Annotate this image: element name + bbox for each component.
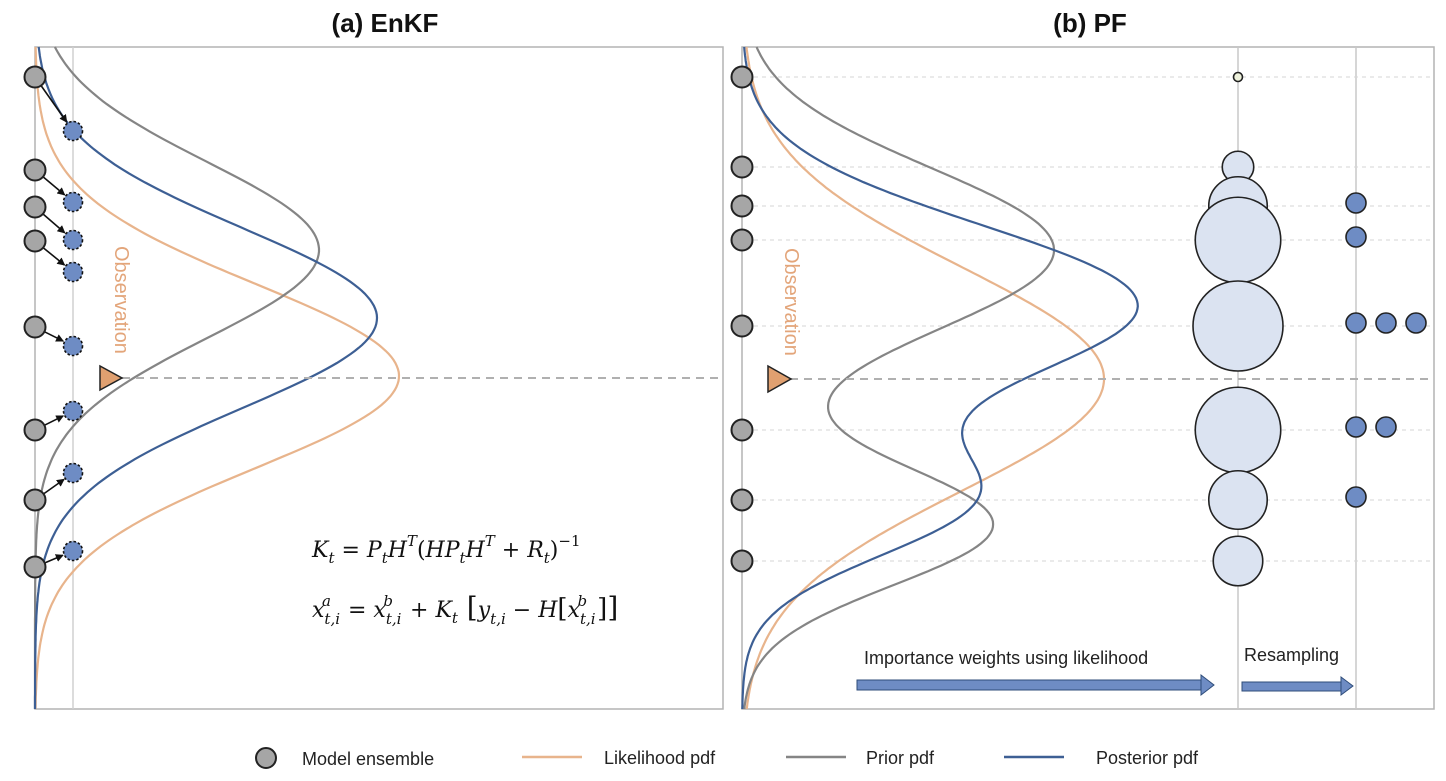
panel-b-observation-label: Observation <box>780 248 802 356</box>
panel-b-importance-arrow <box>856 673 1215 697</box>
prior-ensemble-member <box>23 195 47 219</box>
resampled-particle <box>1345 416 1367 438</box>
updated-ensemble-member <box>62 540 84 562</box>
prior-ensemble-member <box>23 315 47 339</box>
importance-weight-circle <box>1207 469 1269 531</box>
updated-ensemble-member <box>62 400 84 422</box>
updated-ensemble-member <box>62 120 84 142</box>
panel-b-resampled-particles <box>1345 192 1427 508</box>
prior-ensemble-member <box>730 155 754 179</box>
importance-weight-circle <box>1194 196 1282 284</box>
panel-a-kalman-gain-equation: Kt = PtHT(HPtHT + Rt)−1 <box>311 532 581 567</box>
panel-b-pdf-curves <box>741 46 1139 710</box>
panel-b-observation-marker <box>767 364 793 394</box>
updated-ensemble-member <box>62 462 84 484</box>
panel-b-member-gridlines <box>754 76 1434 562</box>
prior-ensemble-member <box>730 488 754 512</box>
panel-b-title: (b) PF <box>1053 8 1127 38</box>
update-arrow <box>44 554 64 564</box>
resampled-particle <box>1345 192 1367 214</box>
updated-ensemble-member <box>62 335 84 357</box>
prior-ensemble-member <box>730 314 754 338</box>
resampled-particle <box>1345 312 1367 334</box>
resampled-particle <box>1405 312 1427 334</box>
panel-a-state-update-equation: xt,ia = xt,ib + Kt [yt,i − H[xt,ib]] <box>312 591 618 628</box>
prior-ensemble-member <box>23 158 47 182</box>
resampled-particle <box>1345 226 1367 248</box>
update-arrow <box>40 85 68 123</box>
prior-ensemble-member <box>730 418 754 442</box>
legend-likelihood-label: Likelihood pdf <box>604 748 716 768</box>
panel-a-frame <box>34 46 724 710</box>
resampled-particle <box>1345 486 1367 508</box>
update-arrow <box>43 478 65 495</box>
importance-weight-circle <box>1194 386 1282 474</box>
panel-a-ensemble-members <box>23 65 84 579</box>
panel-a-update-arrows <box>40 85 68 564</box>
update-arrow <box>42 176 66 196</box>
updated-ensemble-member <box>62 229 84 251</box>
importance-weight-circle <box>1192 280 1284 372</box>
panel-b-ensemble-members <box>730 65 754 573</box>
updated-ensemble-member <box>62 191 84 213</box>
legend-posterior-label: Posterior pdf <box>1096 748 1199 768</box>
prior-ensemble-member <box>23 65 47 89</box>
panel-a-likelihood-curve <box>34 46 401 710</box>
panel-a-observation-marker <box>99 364 124 392</box>
prior-ensemble-member <box>23 488 47 512</box>
prior-ensemble-member <box>23 418 47 442</box>
prior-ensemble-member <box>730 65 754 89</box>
update-arrow <box>43 247 66 266</box>
legend-prior-label: Prior pdf <box>866 748 935 768</box>
importance-weight-circle <box>1232 71 1244 83</box>
panel-a-prior-curve <box>33 46 321 709</box>
panel-a-title: (a) EnKF <box>332 8 439 38</box>
legend-ensemble-label: Model ensemble <box>302 749 434 769</box>
panel-b-likelihood-curve <box>745 46 1106 710</box>
panel-b-frame <box>741 46 1435 710</box>
prior-ensemble-member <box>23 555 47 579</box>
panel-b-resampling-arrow <box>1241 676 1354 696</box>
legend-ensemble-marker <box>255 747 277 769</box>
prior-ensemble-member <box>730 194 754 218</box>
legend: Model ensemble Likelihood pdf Prior pdf … <box>255 747 1199 769</box>
prior-ensemble-member <box>730 228 754 252</box>
panel-b-posterior-curve <box>741 46 1139 710</box>
updated-ensemble-member <box>62 261 84 283</box>
resampled-particle <box>1375 416 1397 438</box>
resampled-particle <box>1375 312 1397 334</box>
update-arrow <box>42 213 66 234</box>
panel-a-observation-label: Observation <box>110 246 132 354</box>
svg-text:Kt = PtHT(HPtHT + Rt)−1: Kt = PtHT(HPtHT + Rt)−1 <box>311 532 581 567</box>
prior-ensemble-member <box>23 229 47 253</box>
prior-ensemble-member <box>730 549 754 573</box>
svg-text:xt,ia = xt,ib + Kt [yt,i − H[x: xt,ia = xt,ib + Kt [yt,i − H[xt,ib]] <box>312 591 618 628</box>
update-arrow <box>44 331 65 342</box>
panel-b-importance-weights <box>1192 71 1284 587</box>
update-arrow <box>44 415 65 426</box>
panel-b-resampling-label: Resampling <box>1244 645 1339 665</box>
importance-weight-circle <box>1212 535 1264 587</box>
panel-b-importance-label: Importance weights using likelihood <box>864 648 1148 668</box>
